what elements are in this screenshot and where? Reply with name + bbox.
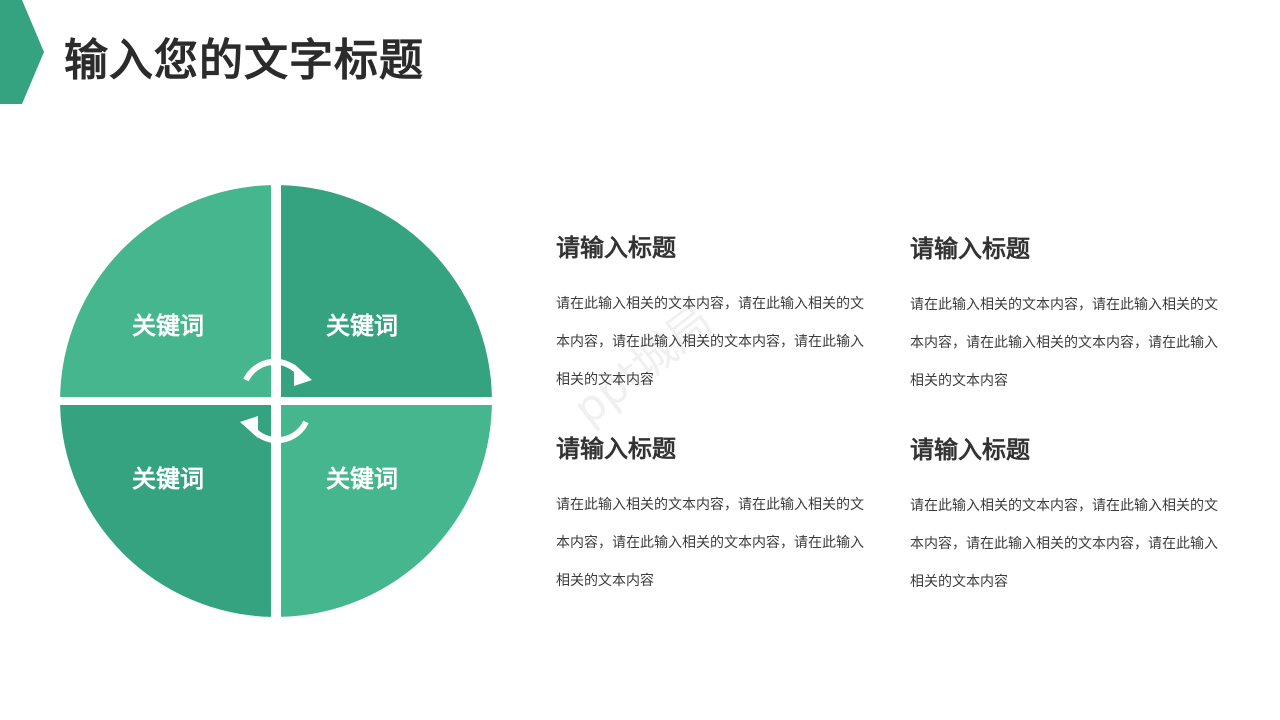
segment-label-top-right: 关键词 [326, 311, 398, 340]
segment-top-right[interactable] [281, 185, 492, 397]
segment-label-top-left: 关键词 [132, 311, 204, 340]
text-block-title: 请输入标题 [556, 233, 676, 262]
text-block-4: 请输入标题 请在此输入相关的文本内容，请在此输入相关的文本内容，请在此输入相关的… [910, 430, 1230, 601]
refresh-cycle-icon [240, 358, 312, 444]
segment-bottom-right[interactable] [281, 405, 492, 617]
segment-label-bottom-right: 关键词 [326, 464, 398, 493]
page-title: 输入您的文字标题 [64, 35, 424, 86]
text-block-body: 请在此输入相关的文本内容，请在此输入相关的文本内容，请在此输入相关的文本内容，请… [556, 497, 864, 589]
text-block-title: 请输入标题 [910, 234, 1030, 263]
keyword-circle-diagram: 关键词 关键词 关键词 关键词 [58, 184, 496, 620]
text-block-2: 请输入标题 请在此输入相关的文本内容，请在此输入相关的文本内容，请在此输入相关的… [910, 229, 1230, 400]
text-block-body: 请在此输入相关的文本内容，请在此输入相关的文本内容，请在此输入相关的文本内容，请… [910, 297, 1218, 389]
text-block-body: 请在此输入相关的文本内容，请在此输入相关的文本内容，请在此输入相关的文本内容，请… [910, 498, 1218, 590]
segment-label-bottom-left: 关键词 [132, 464, 204, 493]
segment-bottom-left[interactable] [60, 405, 271, 617]
text-block-3: 请输入标题 请在此输入相关的文本内容，请在此输入相关的文本内容，请在此输入相关的… [556, 429, 876, 600]
text-block-body: 请在此输入相关的文本内容，请在此输入相关的文本内容，请在此输入相关的文本内容，请… [556, 296, 864, 388]
text-block-title: 请输入标题 [910, 435, 1030, 464]
text-block-title: 请输入标题 [556, 434, 676, 463]
segment-top-left[interactable] [60, 185, 271, 397]
corner-tab-decoration [0, 0, 44, 104]
text-block-1: 请输入标题 请在此输入相关的文本内容，请在此输入相关的文本内容，请在此输入相关的… [556, 228, 876, 399]
diagram-svg: 关键词 关键词 关键词 关键词 [60, 185, 492, 617]
